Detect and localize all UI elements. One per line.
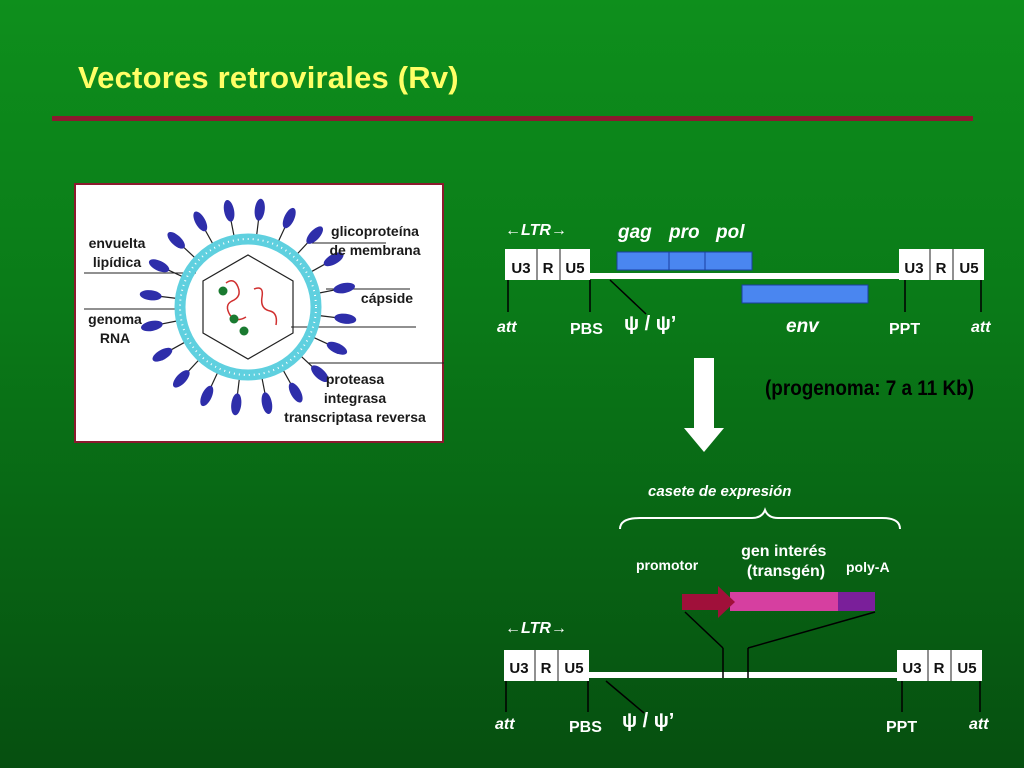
gene-label-pro: pro [668,222,700,243]
glycoprotein-icon [326,341,348,355]
transgene-box [730,592,838,611]
slide-title: Vectores retrovirales (Rv) [78,60,459,95]
ppt-label-bottom: PPT [886,719,917,736]
ltr-cell-u3: U3 [511,260,530,277]
att-right-bottom: att [969,716,989,733]
ltr-cell-u3: U3 [509,660,528,677]
glycoprotein-icon [288,382,303,403]
glycoprotein-icon [311,365,329,383]
ltr-left-bottom: U3 R U5 [504,650,589,681]
att-right-top: att [971,319,991,336]
cassette-brace [619,507,901,530]
gene-label-gag: gag [617,222,652,243]
pbs-label-top: PBS [570,321,603,338]
ltr-cell-r: R [543,260,554,277]
glycoprotein-icon [333,282,355,294]
title-underline [52,116,973,121]
label-envelope: envuelta lipídica [88,235,146,270]
promoter-label: promotor [636,557,699,573]
ltr-cell-u5: U5 [565,260,584,277]
enzyme-dot [229,314,239,324]
ltr-right-top: U3 R U5 [899,249,984,280]
glycoprotein-icon [200,385,214,407]
gene-label-pol: pol [715,222,745,243]
att-left-top: att [497,319,517,336]
cassette-label: casete de expresión [648,483,791,500]
glycoprotein-icon [306,226,324,244]
expression-cassette [682,586,875,618]
label-enzymes: proteasa integrasa transcriptasa reversa [284,371,426,425]
glycoprotein-icon [193,211,208,232]
gene-box-pol [704,251,753,271]
ltr-cell-u5: U5 [564,660,583,677]
label-glycoprotein: glicoproteína de membrana [329,223,421,258]
glycoprotein-icon [282,207,296,229]
psi-label-bottom: ψ / ψ’ [622,710,674,732]
glycoprotein-icon [152,347,173,362]
glycoprotein-icon [141,320,163,332]
virion-illustration [84,198,444,416]
gene-box-gag [616,251,670,271]
capsid [202,254,294,360]
lipid-envelope-pattern [179,238,317,376]
glycoprotein-icon [167,231,185,249]
virion-diagram-panel: envuelta lipídica glicoproteína de membr… [74,183,444,443]
promoter-arrow [682,586,735,618]
gene-box-env [741,284,869,304]
glycoprotein-icon [261,392,273,414]
ltr-cell-r: R [936,260,947,277]
ltr-label-bottom: ←LTR→ [505,620,567,637]
transgene-label: gen interés (transgén) [741,543,831,580]
glycoprotein-icon [172,370,190,388]
polya-label: poly-A [846,559,890,575]
ppt-label-top: PPT [889,321,920,338]
ltr-cell-r: R [934,660,945,677]
glycoprotein-icon [254,198,265,221]
transform-arrow [684,358,724,452]
psi-label-top: ψ / ψ’ [624,313,676,335]
glycoprotein-icon [223,200,235,222]
ltr-cell-u3: U3 [902,660,921,677]
ltr-cell-u5: U5 [957,660,976,677]
att-left-bottom: att [495,716,515,733]
ltr-cell-u3: U3 [904,260,923,277]
ltr-cell-r: R [541,660,552,677]
glycoprotein-icon [231,393,242,416]
ltr-cell-u5: U5 [959,260,978,277]
label-capsid: cápside [360,290,414,306]
ltr-label-top: ←LTR→ [505,222,567,239]
enzyme-dot [218,286,228,296]
glycoprotein-icon [139,290,162,301]
ltr-right-bottom: U3 R U5 [897,650,982,681]
ltr-left-top: U3 R U5 [505,249,590,280]
gene-box-pro [668,251,706,271]
transgene-label-line: gen interés [741,543,826,560]
progenoma-note: (progenoma: 7 a 11 Kb) [765,377,974,400]
transgene-label-line: (transgén) [747,563,825,580]
rna-strand [253,287,278,326]
enzyme-dot [239,326,249,336]
gene-label-env: env [786,316,820,337]
polya-box [838,592,875,611]
glycoprotein-icon [148,259,170,273]
glycoprotein-icon [323,252,344,267]
label-genome: genoma RNA [88,311,142,346]
glycoprotein-icon [334,313,357,324]
pbs-label-bottom: PBS [569,719,602,736]
